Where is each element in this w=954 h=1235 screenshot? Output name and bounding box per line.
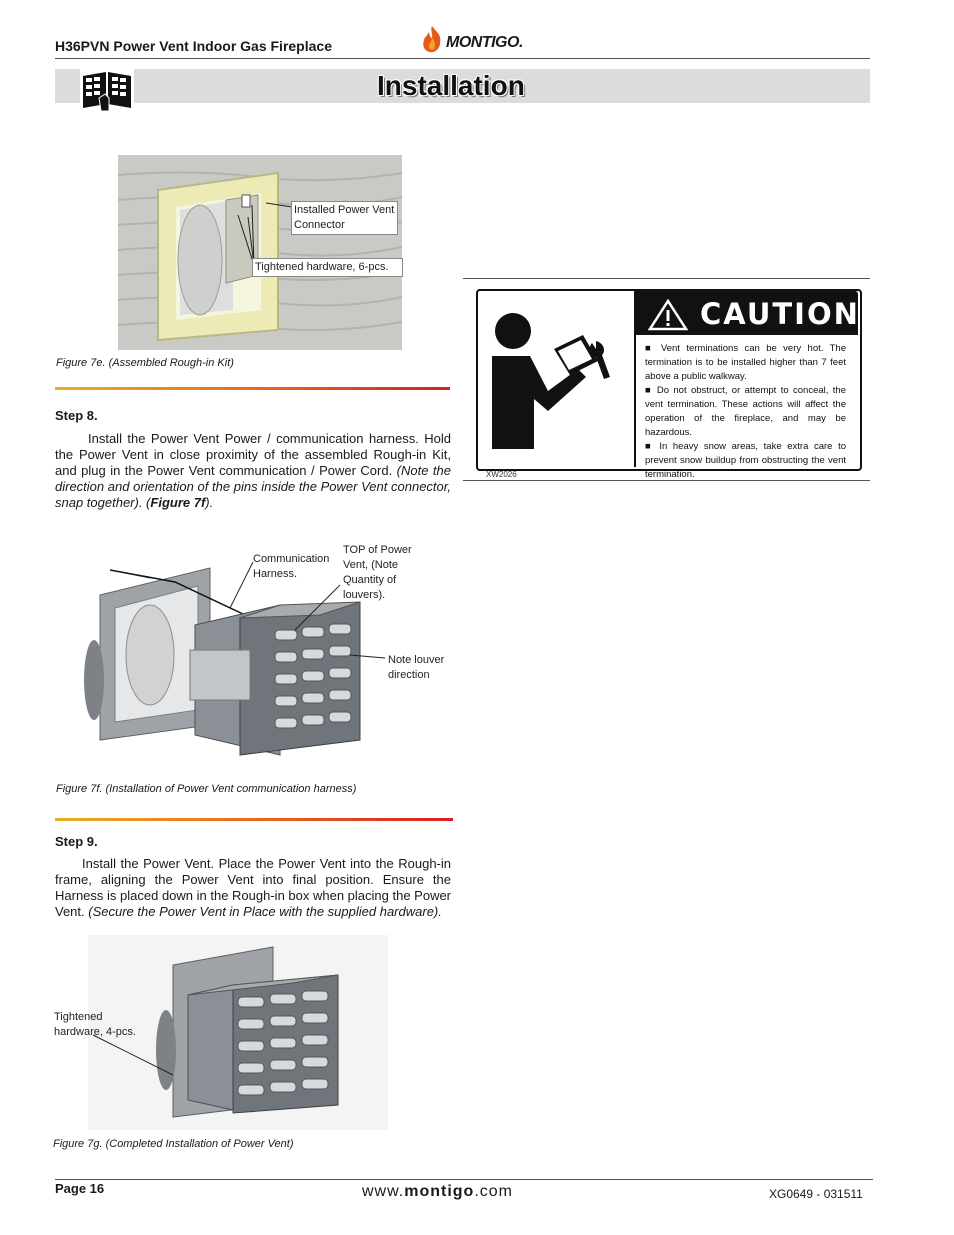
step-8-label: Step 8. — [55, 408, 98, 423]
website-url: www.montigo.com — [362, 1183, 513, 1201]
document-title: H36PVN Power Vent Indoor Gas Fireplace — [55, 38, 332, 54]
figure-7e-caption: Figure 7e. (Assembled Rough-in Kit) — [56, 357, 234, 369]
figure-7g-caption: Figure 7g. (Completed Installation of Po… — [53, 1138, 294, 1150]
step-8-note: (Note the direction and orientation of t… — [55, 463, 451, 510]
step-9-text: Install the Power Vent. Place the Power … — [55, 856, 451, 920]
completed-installation-illustration — [88, 935, 388, 1130]
step-9-body: Install the Power Vent. Place the Power … — [55, 856, 452, 919]
callout-communication-harness: Communication Harness. — [253, 553, 330, 580]
url-suffix: .com — [474, 1183, 513, 1200]
callout-tightened-hardware-4: Tightened hardware, 4-pcs. — [54, 1011, 136, 1038]
caution-label-code: XW2026 — [486, 470, 517, 479]
figure-7e-leader-lines — [237, 202, 293, 266]
caution-divider — [634, 291, 636, 467]
step-8-text: Install the Power Vent Power / communica… — [55, 431, 451, 511]
caution-header — [636, 291, 858, 335]
step-9-label: Step 9. — [55, 834, 98, 849]
montigo-logo: MONTIGO. — [418, 24, 523, 54]
step-9-note: (Secure the Power Vent in Place with the… — [88, 904, 442, 919]
figure-7f-reference: Figure 7f — [150, 495, 206, 510]
caution-heading: CAUTION — [700, 297, 860, 331]
brand-wordmark: MONTIGO. — [446, 34, 523, 51]
url-brand: montigo — [404, 1183, 475, 1200]
callout-installed-connector: Installed Power Vent Connector — [291, 201, 398, 235]
divider-rule — [55, 818, 453, 821]
caution-item: ■ In heavy snow areas, take extra care t… — [645, 441, 846, 480]
header-rule — [55, 58, 870, 59]
power-vent-harness-illustration — [70, 540, 450, 800]
divider-rule — [55, 387, 450, 390]
step-8-note-end: ). — [205, 495, 214, 510]
warning-triangle-icon — [648, 299, 688, 331]
caution-text: ■ Vent terminations can be very hot. The… — [645, 342, 846, 482]
rough-in-kit-illustration — [118, 155, 402, 350]
read-manual-person-icon — [492, 313, 610, 449]
section-title: Installation — [377, 70, 525, 101]
document-code: XG0649 - 031511 — [769, 1187, 863, 1201]
figure-7f-caption: Figure 7f. (Installation of Power Vent c… — [56, 783, 357, 795]
caution-item: ■ Vent terminations can be very hot. The… — [645, 343, 846, 382]
step-8-body: Install the Power Vent Power / communica… — [55, 431, 451, 478]
flame-icon — [423, 26, 441, 53]
page-number: Page 16 — [55, 1181, 105, 1196]
caution-rule-bottom — [463, 480, 870, 481]
callout-top-of-power-vent: TOP of Power Vent, (Note Quantity of lou… — [343, 544, 412, 601]
caution-rule-top — [463, 278, 870, 279]
manual-book-icon — [80, 69, 134, 112]
caution-item: ■ Do not obstruct, or attempt to conceal… — [645, 385, 846, 438]
url-prefix: www. — [362, 1183, 405, 1200]
callout-louver-direction: Note louver direction — [388, 654, 445, 681]
callout-tightened-hardware-6: Tightened hardware, 6-pcs. — [252, 258, 403, 277]
section-title-band — [55, 69, 870, 103]
footer-rule — [55, 1179, 873, 1180]
